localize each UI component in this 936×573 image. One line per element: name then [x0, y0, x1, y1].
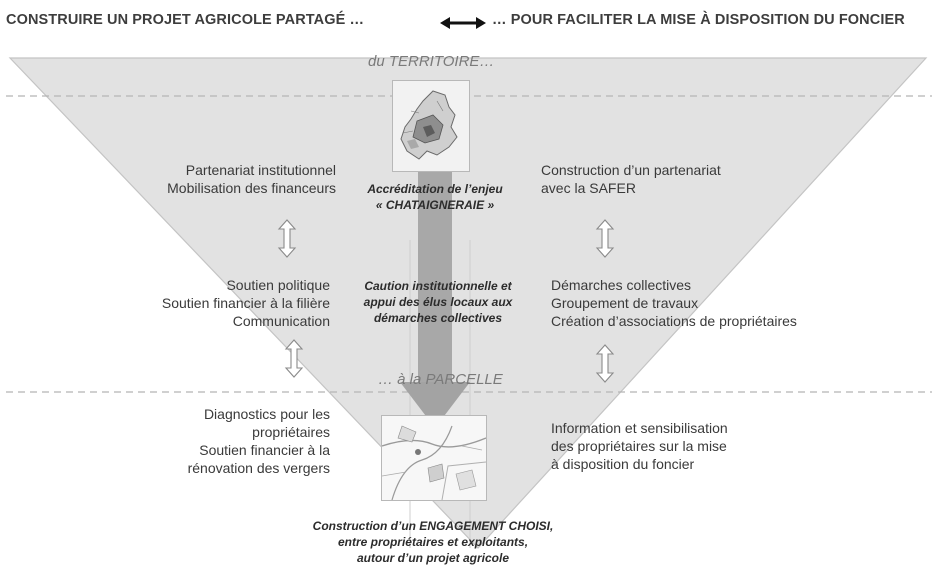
- level-parcelle: … à la PARCELLE: [378, 371, 503, 388]
- engagement-line-1: Construction d’un ENGAGEMENT CHOISI,: [312, 519, 554, 533]
- header-right-title: … POUR FACILITER LA MISE À DISPOSITION D…: [492, 12, 905, 28]
- right-block-2-line-2: Groupement de travaux: [551, 295, 699, 311]
- left-block-1: Partenariat institutionnel Mobilisation …: [167, 161, 336, 197]
- caution-line-3: démarches collectives: [373, 311, 503, 325]
- left-block-3-line-2: propriétaires: [252, 424, 330, 440]
- right-block-2: Démarches collectives Groupement de trav…: [551, 276, 797, 330]
- parcel-map-drawing: [381, 416, 487, 501]
- right-block-1: Construction d’un partenariat avec la SA…: [541, 161, 721, 197]
- right-double-arrow-1: [595, 219, 615, 258]
- left-block-3: Diagnostics pour les propriétaires Souti…: [188, 405, 330, 477]
- right-block-1-line-1: Construction d’un partenariat: [541, 162, 721, 178]
- right-block-3-line-1: Information et sensibilisation: [551, 420, 728, 436]
- inverted-triangle: [8, 57, 928, 549]
- caution-line-2: appui des élus locaux aux: [363, 295, 513, 309]
- territory-map-image: [392, 80, 470, 172]
- engagement-line-2: entre propriétaires et exploitants,: [337, 535, 529, 549]
- caution-line-1: Caution institutionnelle et: [364, 279, 512, 293]
- left-block-3-line-4: rénovation des vergers: [187, 460, 330, 476]
- left-block-1-line-1: Partenariat institutionnel: [185, 162, 336, 178]
- territory-map-drawing: [393, 81, 469, 171]
- left-block-2-line-2: Soutien financier à la filière: [161, 295, 330, 311]
- level-territoire: du TERRITOIRE…: [368, 53, 495, 70]
- left-block-2: Soutien politique Soutien financier à la…: [162, 276, 330, 330]
- right-block-1-line-2: avec la SAFER: [541, 180, 636, 196]
- accreditation-line-2: « CHATAIGNERAIE »: [375, 198, 495, 212]
- caution-text: Caution institutionnelle et appui des él…: [338, 278, 538, 326]
- engagement-line-3: autour d’un projet agricole: [356, 551, 509, 565]
- right-block-2-line-3: Création d’associations de propriétaires: [551, 313, 797, 329]
- accreditation-text: Accréditation de l’enjeu « CHATAIGNERAIE…: [340, 181, 530, 213]
- left-block-1-line-2: Mobilisation des financeurs: [167, 180, 336, 196]
- left-block-2-line-3: Communication: [232, 313, 330, 329]
- left-block-3-line-3: Soutien financier à la: [199, 442, 330, 458]
- central-down-arrow: [400, 150, 470, 428]
- engagement-text: Construction d’un ENGAGEMENT CHOISI, ent…: [278, 518, 588, 566]
- left-block-2-line-1: Soutien politique: [226, 277, 330, 293]
- parcel-map-image: [381, 415, 487, 501]
- right-block-3: Information et sensibilisation des propr…: [551, 419, 728, 473]
- left-block-3-line-1: Diagnostics pour les: [203, 406, 330, 422]
- right-block-2-line-1: Démarches collectives: [551, 277, 692, 293]
- header-left-title: CONSTRUIRE UN PROJET AGRICOLE PARTAGÉ …: [6, 12, 365, 28]
- left-double-arrow-1: [277, 219, 297, 258]
- accreditation-line-1: Accréditation de l’enjeu: [367, 182, 503, 196]
- right-double-arrow-2: [595, 344, 615, 383]
- left-double-arrow-2: [284, 339, 304, 378]
- right-block-3-line-3: à disposition du foncier: [551, 456, 695, 472]
- right-block-3-line-2: des propriétaires sur la mise: [551, 438, 727, 454]
- double-arrow-icon: [440, 17, 486, 29]
